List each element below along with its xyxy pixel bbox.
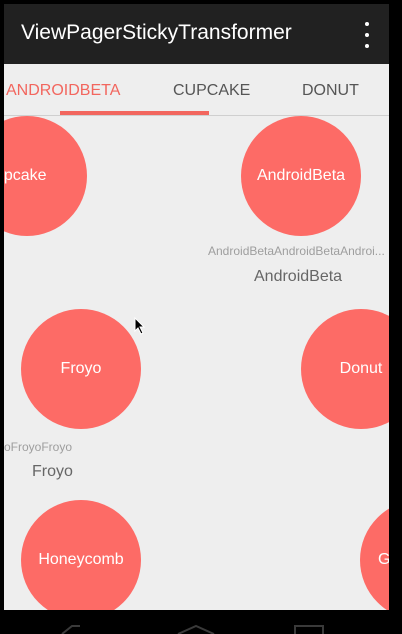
froyo-caption: Froyo bbox=[32, 463, 73, 480]
tab-donut[interactable]: Donut bbox=[302, 82, 359, 99]
back-icon[interactable] bbox=[60, 624, 82, 634]
mouse-cursor-icon bbox=[134, 317, 146, 335]
tab-bar: AndroidBeta Cupcake Donut bbox=[4, 64, 389, 116]
cupcake-circle[interactable]: Cupcake bbox=[4, 116, 87, 236]
gingerbread-circle[interactable]: Gi bbox=[360, 500, 389, 610]
tab-androidbeta[interactable]: AndroidBeta bbox=[6, 82, 121, 99]
froyo-label: Froyo bbox=[60, 360, 102, 377]
tab-indicator bbox=[60, 111, 209, 115]
recents-icon[interactable] bbox=[294, 624, 324, 634]
donut-label: Donut bbox=[339, 360, 383, 377]
home-icon[interactable] bbox=[176, 624, 216, 634]
androidbeta-caption: AndroidBeta bbox=[254, 268, 343, 285]
honeycomb-label: Honeycomb bbox=[38, 551, 124, 568]
app-bar: ViewPagerStickyTransformer bbox=[4, 4, 389, 64]
androidbeta-subtitle: AndroidBetaAndroidBetaAndroi... bbox=[208, 244, 385, 258]
cupcake-label: Cupcake bbox=[4, 167, 47, 184]
honeycomb-circle[interactable]: Honeycomb bbox=[21, 500, 141, 610]
donut-circle[interactable]: Donut bbox=[301, 309, 389, 429]
navigation-bar bbox=[0, 610, 402, 634]
app-title: ViewPagerStickyTransformer bbox=[21, 21, 292, 44]
froyo-subtitle: oFroyoFroyo bbox=[4, 440, 73, 454]
gingerbread-label: Gi bbox=[378, 551, 389, 568]
androidbeta-circle[interactable]: AndroidBeta bbox=[241, 116, 361, 236]
overflow-menu-icon[interactable] bbox=[359, 22, 375, 48]
tab-cupcake[interactable]: Cupcake bbox=[173, 82, 251, 99]
screen: ViewPagerStickyTransformer AndroidBeta C… bbox=[4, 4, 389, 610]
androidbeta-label: AndroidBeta bbox=[256, 167, 346, 184]
froyo-circle[interactable]: Froyo bbox=[21, 309, 141, 429]
